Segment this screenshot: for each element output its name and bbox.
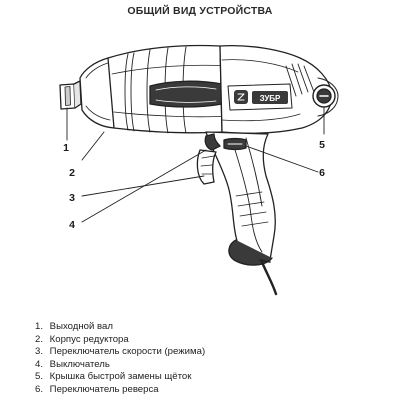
parts-list-item: 2. Корпус редуктора xyxy=(35,333,129,345)
handle xyxy=(205,131,276,266)
parts-list-item: 6. Переключатель реверса xyxy=(35,383,159,395)
motor-housing xyxy=(219,44,333,134)
power-cord xyxy=(259,259,278,296)
brush-cap xyxy=(312,77,339,117)
parts-list-item: 1. Выходной вал xyxy=(35,321,113,332)
callout-6: 6 xyxy=(319,167,325,179)
callout-4: 4 xyxy=(69,219,75,231)
callout-1: 1 xyxy=(63,142,69,154)
callout-3: 3 xyxy=(69,192,75,204)
parts-list-item: 3. Переключатель скорости (режима) xyxy=(35,346,206,358)
impact-wrench-drawing: 1 2 3 4 5 6 ЗУБР xyxy=(59,44,339,296)
gearbox-housing xyxy=(79,44,229,134)
leader-lines xyxy=(66,107,325,223)
callout-2: 2 xyxy=(69,167,75,179)
parts-list-item: 4. Выключатель xyxy=(35,358,110,370)
parts-list: 1. Выходной вал 2. Корпус редуктора 3. П… xyxy=(35,321,205,397)
diagram-title: ОБЩИЙ ВИД УСТРОЙСТВА xyxy=(127,5,273,17)
parts-list-item: 5. Крышка быстрой замены щёток xyxy=(35,371,192,383)
callout-5: 5 xyxy=(319,139,325,151)
trigger-switch xyxy=(196,133,221,185)
reverse-switch xyxy=(223,137,247,151)
brand-logo: ЗУБР xyxy=(260,94,281,103)
output-shaft xyxy=(59,80,82,110)
